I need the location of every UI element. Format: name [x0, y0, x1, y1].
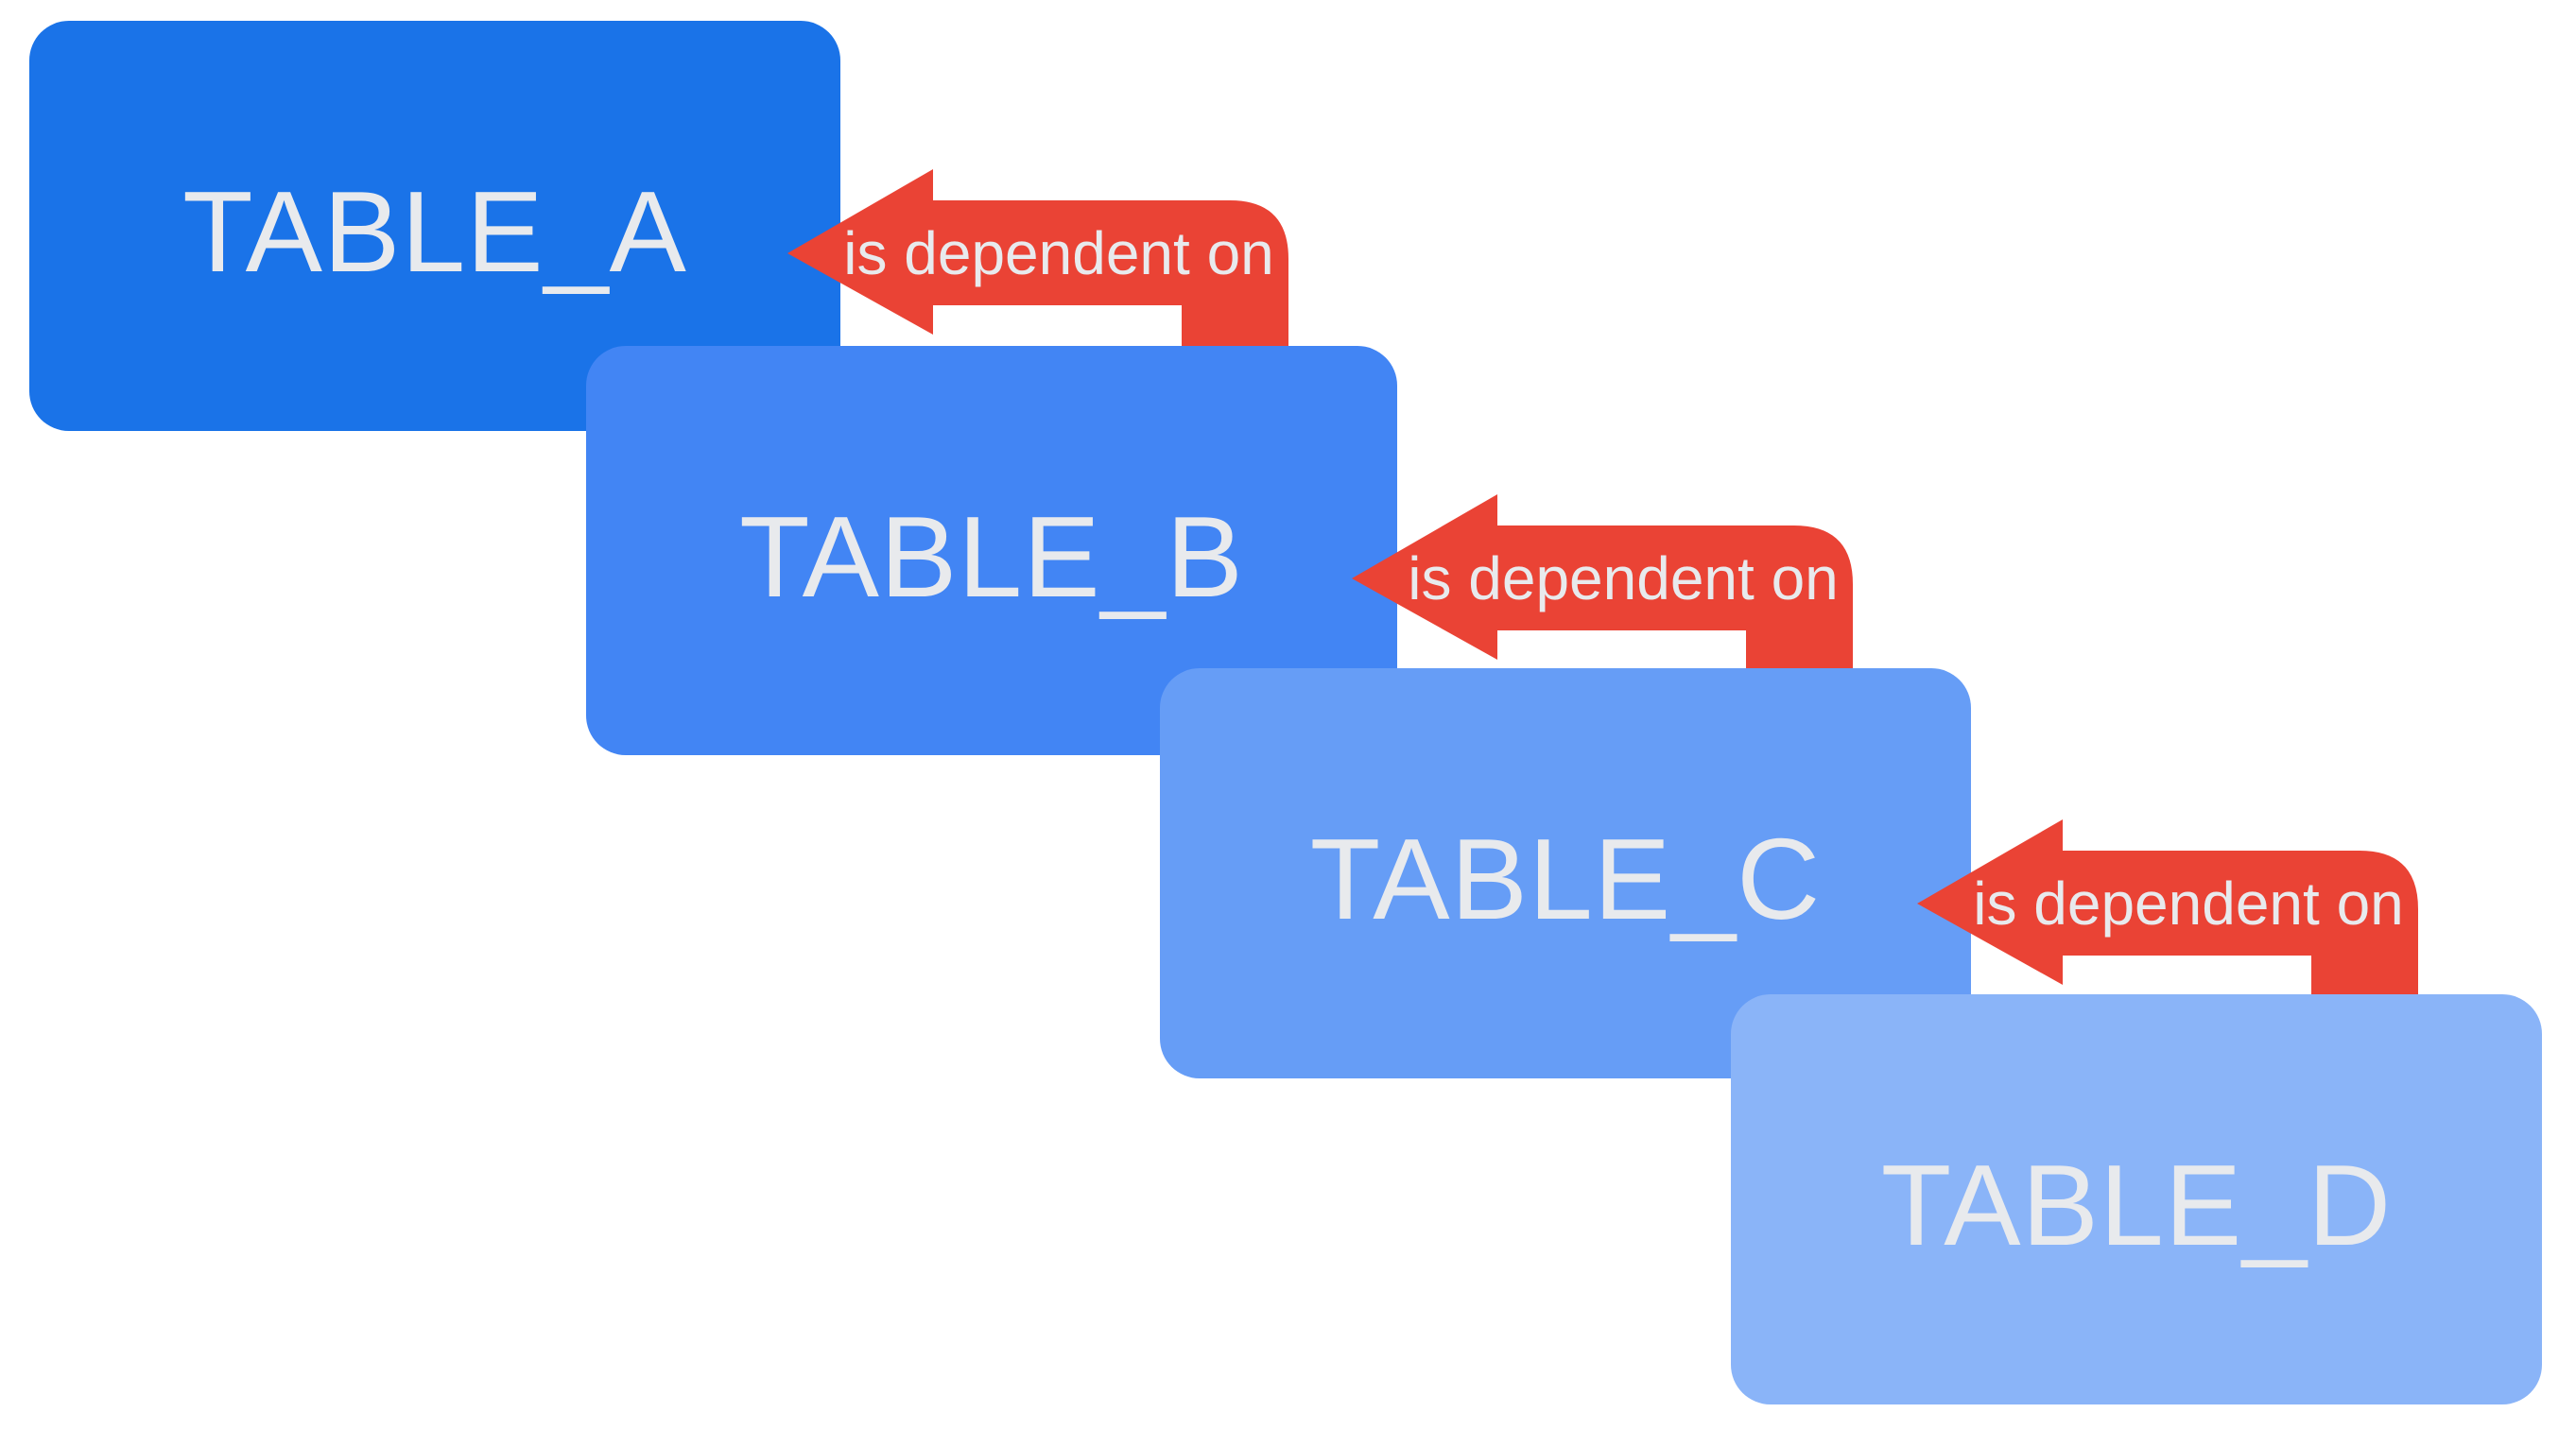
table-b-label: TABLE_B	[739, 492, 1244, 621]
table-d-label: TABLE_D	[1881, 1141, 2392, 1269]
dependency-arrow-b-to-a-label: is dependent on	[843, 219, 1274, 287]
table-a-label: TABLE_A	[182, 167, 687, 296]
dependency-arrow-c-to-b	[1352, 494, 1853, 705]
table-c-label: TABLE_C	[1310, 815, 1821, 943]
dependency-arrow-c-to-b-label: is dependent on	[1408, 544, 1839, 612]
dependency-arrow-b-to-a	[787, 169, 1288, 380]
dependency-arrow-d-to-c	[1917, 819, 2418, 1030]
dependency-arrow-d-to-c-label: is dependent on	[1973, 870, 2404, 938]
table-b-card	[586, 346, 1397, 755]
table-d-card	[1731, 994, 2542, 1404]
table-a-card	[29, 21, 840, 431]
table-c-card	[1160, 668, 1971, 1078]
